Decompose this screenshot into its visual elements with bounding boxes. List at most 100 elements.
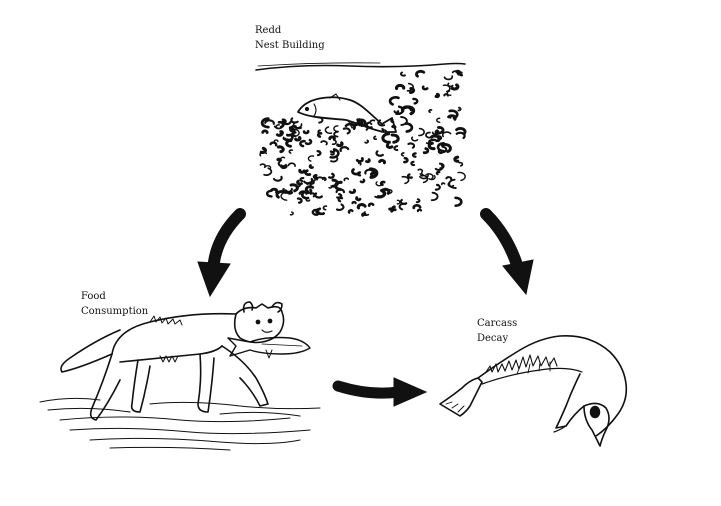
gravel-pebble: [407, 142, 416, 149]
gravel-pebble: [349, 118, 361, 127]
gravel-pebble: [357, 162, 362, 166]
gravel-pebble: [396, 199, 401, 205]
gravel-pebble: [435, 170, 441, 176]
gravel-pebble: [276, 157, 282, 163]
gravel-pebble: [378, 158, 387, 165]
gravel-pebble: [355, 157, 364, 163]
gravel-pebble: [284, 187, 293, 193]
gravel-pebble: [308, 164, 314, 169]
gravel-pebble: [328, 185, 333, 189]
gravel-pebble: [308, 181, 315, 185]
gravel-pebble: [330, 155, 339, 163]
gravel-pebble: [404, 122, 414, 133]
gravel-pebble: [411, 152, 417, 158]
gravel-pebble: [296, 197, 303, 204]
gravel-pebble: [434, 92, 441, 99]
water-surface-line: [255, 62, 466, 71]
gravel-pebble: [259, 146, 267, 155]
gravel-pebble: [331, 178, 339, 188]
gravel-pebble: [419, 173, 429, 180]
gravel-pebble: [336, 141, 344, 148]
gravel-pebble: [320, 140, 328, 146]
gravel-pebble: [276, 145, 285, 154]
gravel-pebble: [369, 119, 376, 125]
gravel-pebble: [448, 178, 457, 189]
gravel-pebble: [355, 196, 362, 202]
gravel-pebble: [419, 173, 424, 177]
gravel-pebble: [380, 128, 385, 133]
gravel-pebble: [287, 162, 296, 167]
gravel-pebble: [454, 196, 463, 207]
gravel-pebble: [328, 135, 336, 141]
gravel-pebble: [304, 185, 315, 193]
gravel-pebble: [406, 173, 413, 179]
gravel-pebble: [380, 187, 391, 195]
gravel-pebble: [356, 118, 362, 124]
gravel-pebble: [447, 114, 457, 121]
gravel-pebble: [310, 178, 316, 182]
gravel-pebble: [451, 70, 459, 75]
gravel-pebble: [316, 150, 322, 157]
gravel-pebble: [331, 139, 337, 146]
fish-in-mouth: [227, 336, 311, 357]
gravel-pebble: [406, 82, 415, 92]
gravel-pebble: [417, 168, 424, 173]
salmon-on-redd-illustration: [255, 62, 467, 217]
gravel-pebble: [443, 75, 454, 81]
gravel-pebble: [368, 167, 379, 179]
gravel-pebble: [441, 182, 446, 186]
food-label-line2: Consumption: [81, 306, 149, 317]
gravel-pebble: [411, 136, 419, 142]
gravel-pebble: [440, 143, 452, 154]
gravel-pebble: [347, 209, 354, 214]
gravel-pebble: [329, 148, 340, 159]
redd-label: Redd Nest Building: [255, 25, 325, 51]
gravel-pebble: [315, 208, 325, 216]
gravel-pebble: [403, 156, 409, 164]
gravel-pebble: [328, 172, 335, 179]
gravel-pebble: [314, 192, 323, 199]
gravel-pebble: [298, 190, 308, 195]
food-label-line1: Food: [81, 291, 106, 302]
gravel-pebble: [408, 86, 416, 94]
carcass-label-line1: Carcass: [477, 318, 517, 329]
gravel-pebble: [415, 198, 421, 204]
gravel-pebble: [393, 110, 400, 114]
gravel-pebble: [367, 202, 375, 207]
gravel-pebble: [299, 139, 306, 148]
gravel-pebble: [400, 116, 408, 126]
gravel-pebble: [337, 196, 344, 203]
gravel-pebble: [458, 161, 464, 167]
gravel-pebble: [298, 168, 306, 174]
gravel-pebble: [457, 171, 466, 182]
gravel-pebble: [416, 208, 423, 213]
gravel-pebble: [441, 145, 448, 154]
gravel-pebble: [428, 109, 433, 114]
gravel-pebble: [317, 116, 324, 124]
gravel-pebble: [427, 141, 436, 151]
gravel-pebble: [393, 145, 399, 152]
gravel-pebble: [272, 175, 283, 182]
gravel-pebble: [431, 131, 439, 136]
gravel-pebble: [428, 174, 436, 181]
gravel-pebble: [290, 117, 299, 124]
gravel-pebble: [304, 138, 313, 146]
gravel-pebble: [356, 202, 367, 210]
gravel-pebble: [281, 118, 287, 125]
gravel-pebble: [453, 155, 460, 163]
gravel-pebble: [385, 143, 394, 149]
gravel-pebble: [395, 83, 406, 91]
gravel-pebble: [436, 117, 441, 123]
gravel-pebble: [457, 106, 462, 112]
arrow-food-to-carcass: [332, 377, 428, 407]
gravel-pebble: [450, 83, 460, 91]
gravel-pebble: [400, 152, 405, 157]
gravel-pebble: [316, 176, 324, 181]
gravel-pebble: [390, 118, 395, 123]
gravel-pebble: [455, 127, 467, 136]
gravel-pebble: [430, 191, 439, 202]
gravel-pebble: [316, 132, 323, 138]
gravel-pebble: [294, 135, 302, 142]
gravel-pebble: [299, 176, 305, 183]
gravel-pebble: [292, 121, 303, 130]
